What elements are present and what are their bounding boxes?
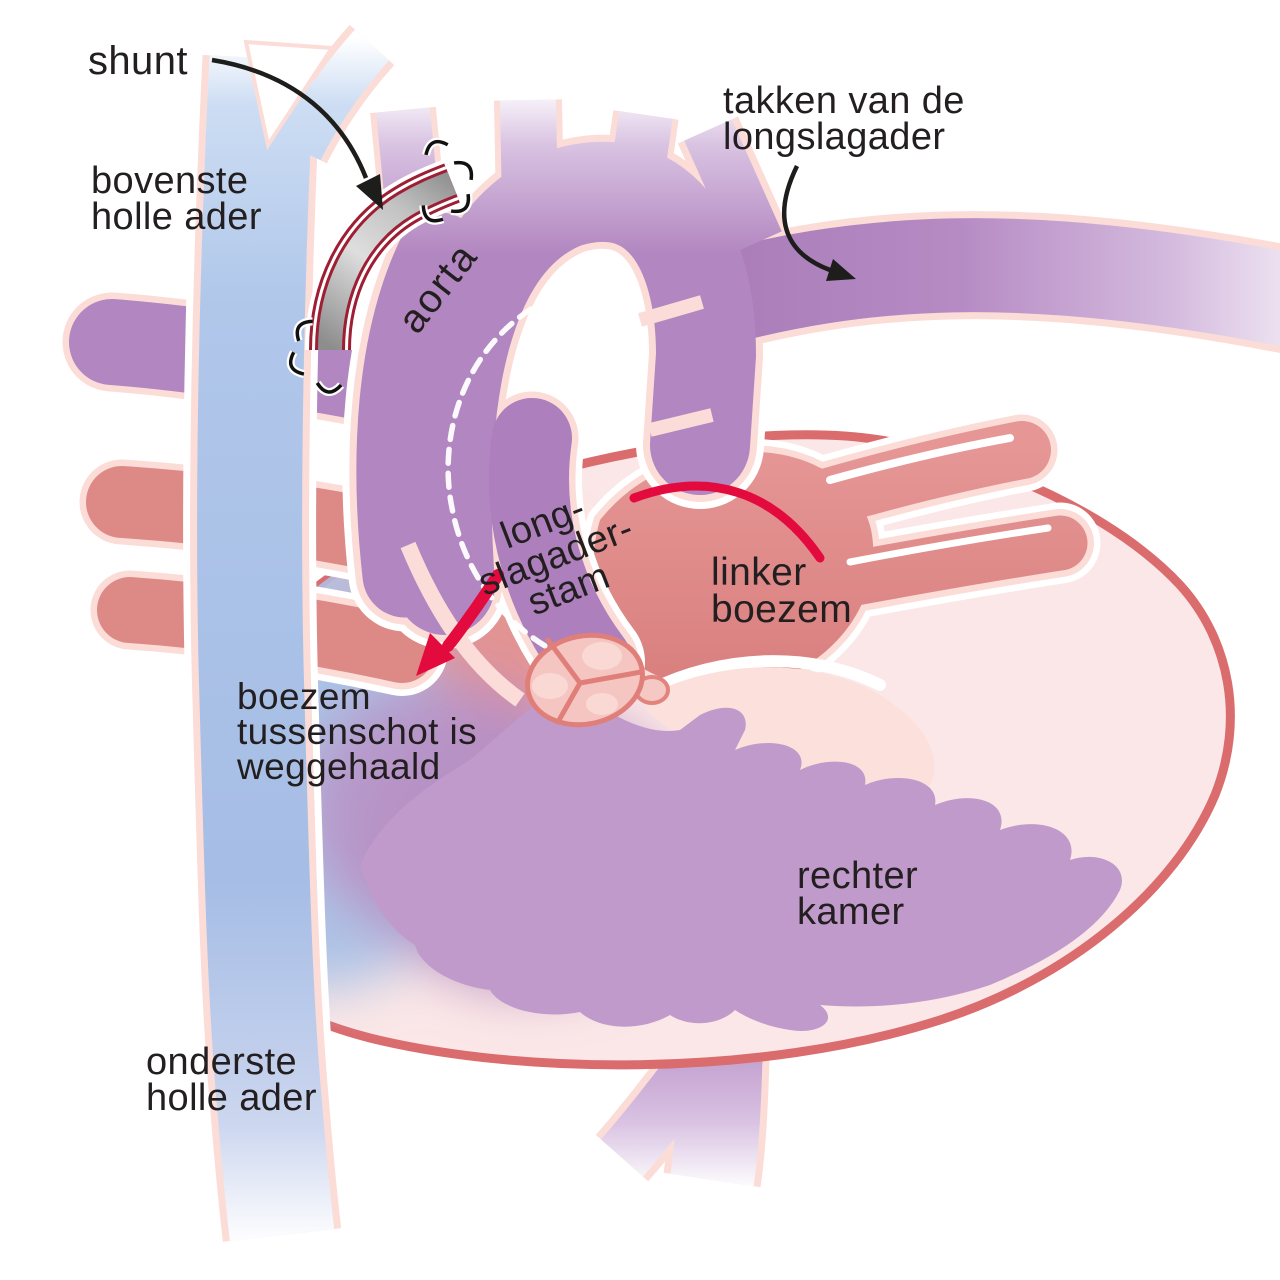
blood-flow-arrows bbox=[416, 481, 825, 676]
cava-fork-notch bbox=[243, 39, 336, 151]
atrioventricular-wall bbox=[640, 655, 935, 791]
pulmonary-artery-branch bbox=[695, 265, 1280, 305]
dashed-flow-line bbox=[445, 285, 577, 653]
shunt-leader-line bbox=[211, 57, 369, 179]
label-left-atrium: linker boezem bbox=[711, 551, 853, 632]
label-septum-removed: boezem tussenschot is weggehaald bbox=[237, 676, 478, 788]
pulmonary-valve bbox=[525, 632, 670, 728]
label-superior-vena-cava: bovenste holle ader bbox=[91, 160, 262, 239]
left-atrium-shape bbox=[593, 438, 1060, 689]
label-shunt: shunt bbox=[88, 39, 188, 83]
vena-cava bbox=[246, 42, 372, 1235]
annotation-leaders bbox=[211, 57, 856, 281]
pa-leader-line bbox=[781, 165, 831, 273]
pa-arrowhead-icon bbox=[826, 259, 856, 281]
right-ventricle-shape bbox=[360, 690, 1122, 1031]
label-right-ventricle: rechter kamer bbox=[797, 855, 919, 934]
flow-arc bbox=[629, 481, 825, 563]
label-inferior-vena-cava: onderste holle ader bbox=[146, 1041, 317, 1120]
label-pulmonary-artery-branches: takken van de longslagader bbox=[723, 80, 965, 159]
flow-arrowhead-icon bbox=[416, 633, 455, 676]
shunt-arrowhead-icon bbox=[356, 174, 383, 210]
flow-arrow-shaft bbox=[442, 569, 504, 652]
